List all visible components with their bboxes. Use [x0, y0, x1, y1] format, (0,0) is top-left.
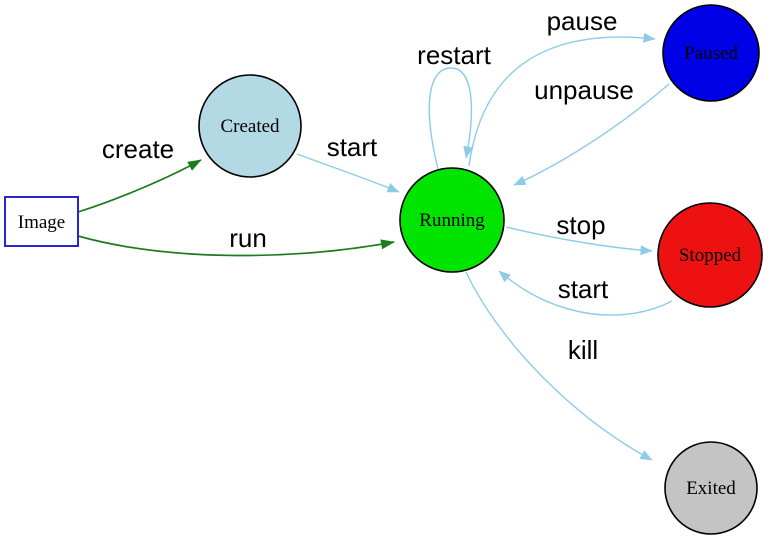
node-created: Created [198, 74, 302, 178]
running-node-circle [399, 167, 505, 273]
node-paused: Paused [662, 4, 760, 102]
edges [77, 32, 673, 461]
stopped-node-circle [657, 202, 763, 308]
node-exited: Exited [664, 441, 758, 535]
exited-node-circle [664, 441, 758, 535]
edge-kill [465, 271, 653, 461]
stopped-node-label: Stopped [679, 245, 742, 266]
node-running: Running [399, 167, 505, 273]
node-stopped: Stopped [657, 202, 763, 308]
paused-node-label: Paused [684, 43, 738, 64]
node-image: Image [4, 196, 79, 247]
edge-label-restart: restart [417, 40, 491, 70]
edge-label-kill: kill [568, 335, 598, 365]
created-node-label: Created [220, 116, 280, 137]
edge-label-unpause: unpause [534, 75, 634, 105]
edge-labels: create run start restart pause unpause s… [102, 6, 634, 365]
edge-pause [468, 32, 656, 167]
edge-label-start-created: start [327, 132, 378, 162]
created-node-circle [198, 74, 302, 178]
edge-run [77, 235, 395, 257]
edge-unpause [513, 83, 670, 186]
paused-node-circle [662, 4, 760, 102]
edge-stop [505, 226, 653, 256]
edge-label-create: create [102, 134, 174, 164]
edge-start-created [296, 153, 400, 193]
running-node-label: Running [419, 210, 485, 231]
edge-restart [428, 67, 474, 170]
exited-node-label: Exited [686, 478, 736, 499]
edge-label-start-stopped: start [558, 274, 609, 304]
image-node-label: Image [18, 212, 65, 233]
edge-label-pause: pause [547, 6, 618, 36]
edge-label-stop: stop [556, 210, 605, 240]
edge-label-run: run [229, 223, 267, 253]
edge-create [77, 159, 202, 213]
image-node-box [4, 196, 79, 247]
edge-start-stopped [498, 270, 673, 316]
